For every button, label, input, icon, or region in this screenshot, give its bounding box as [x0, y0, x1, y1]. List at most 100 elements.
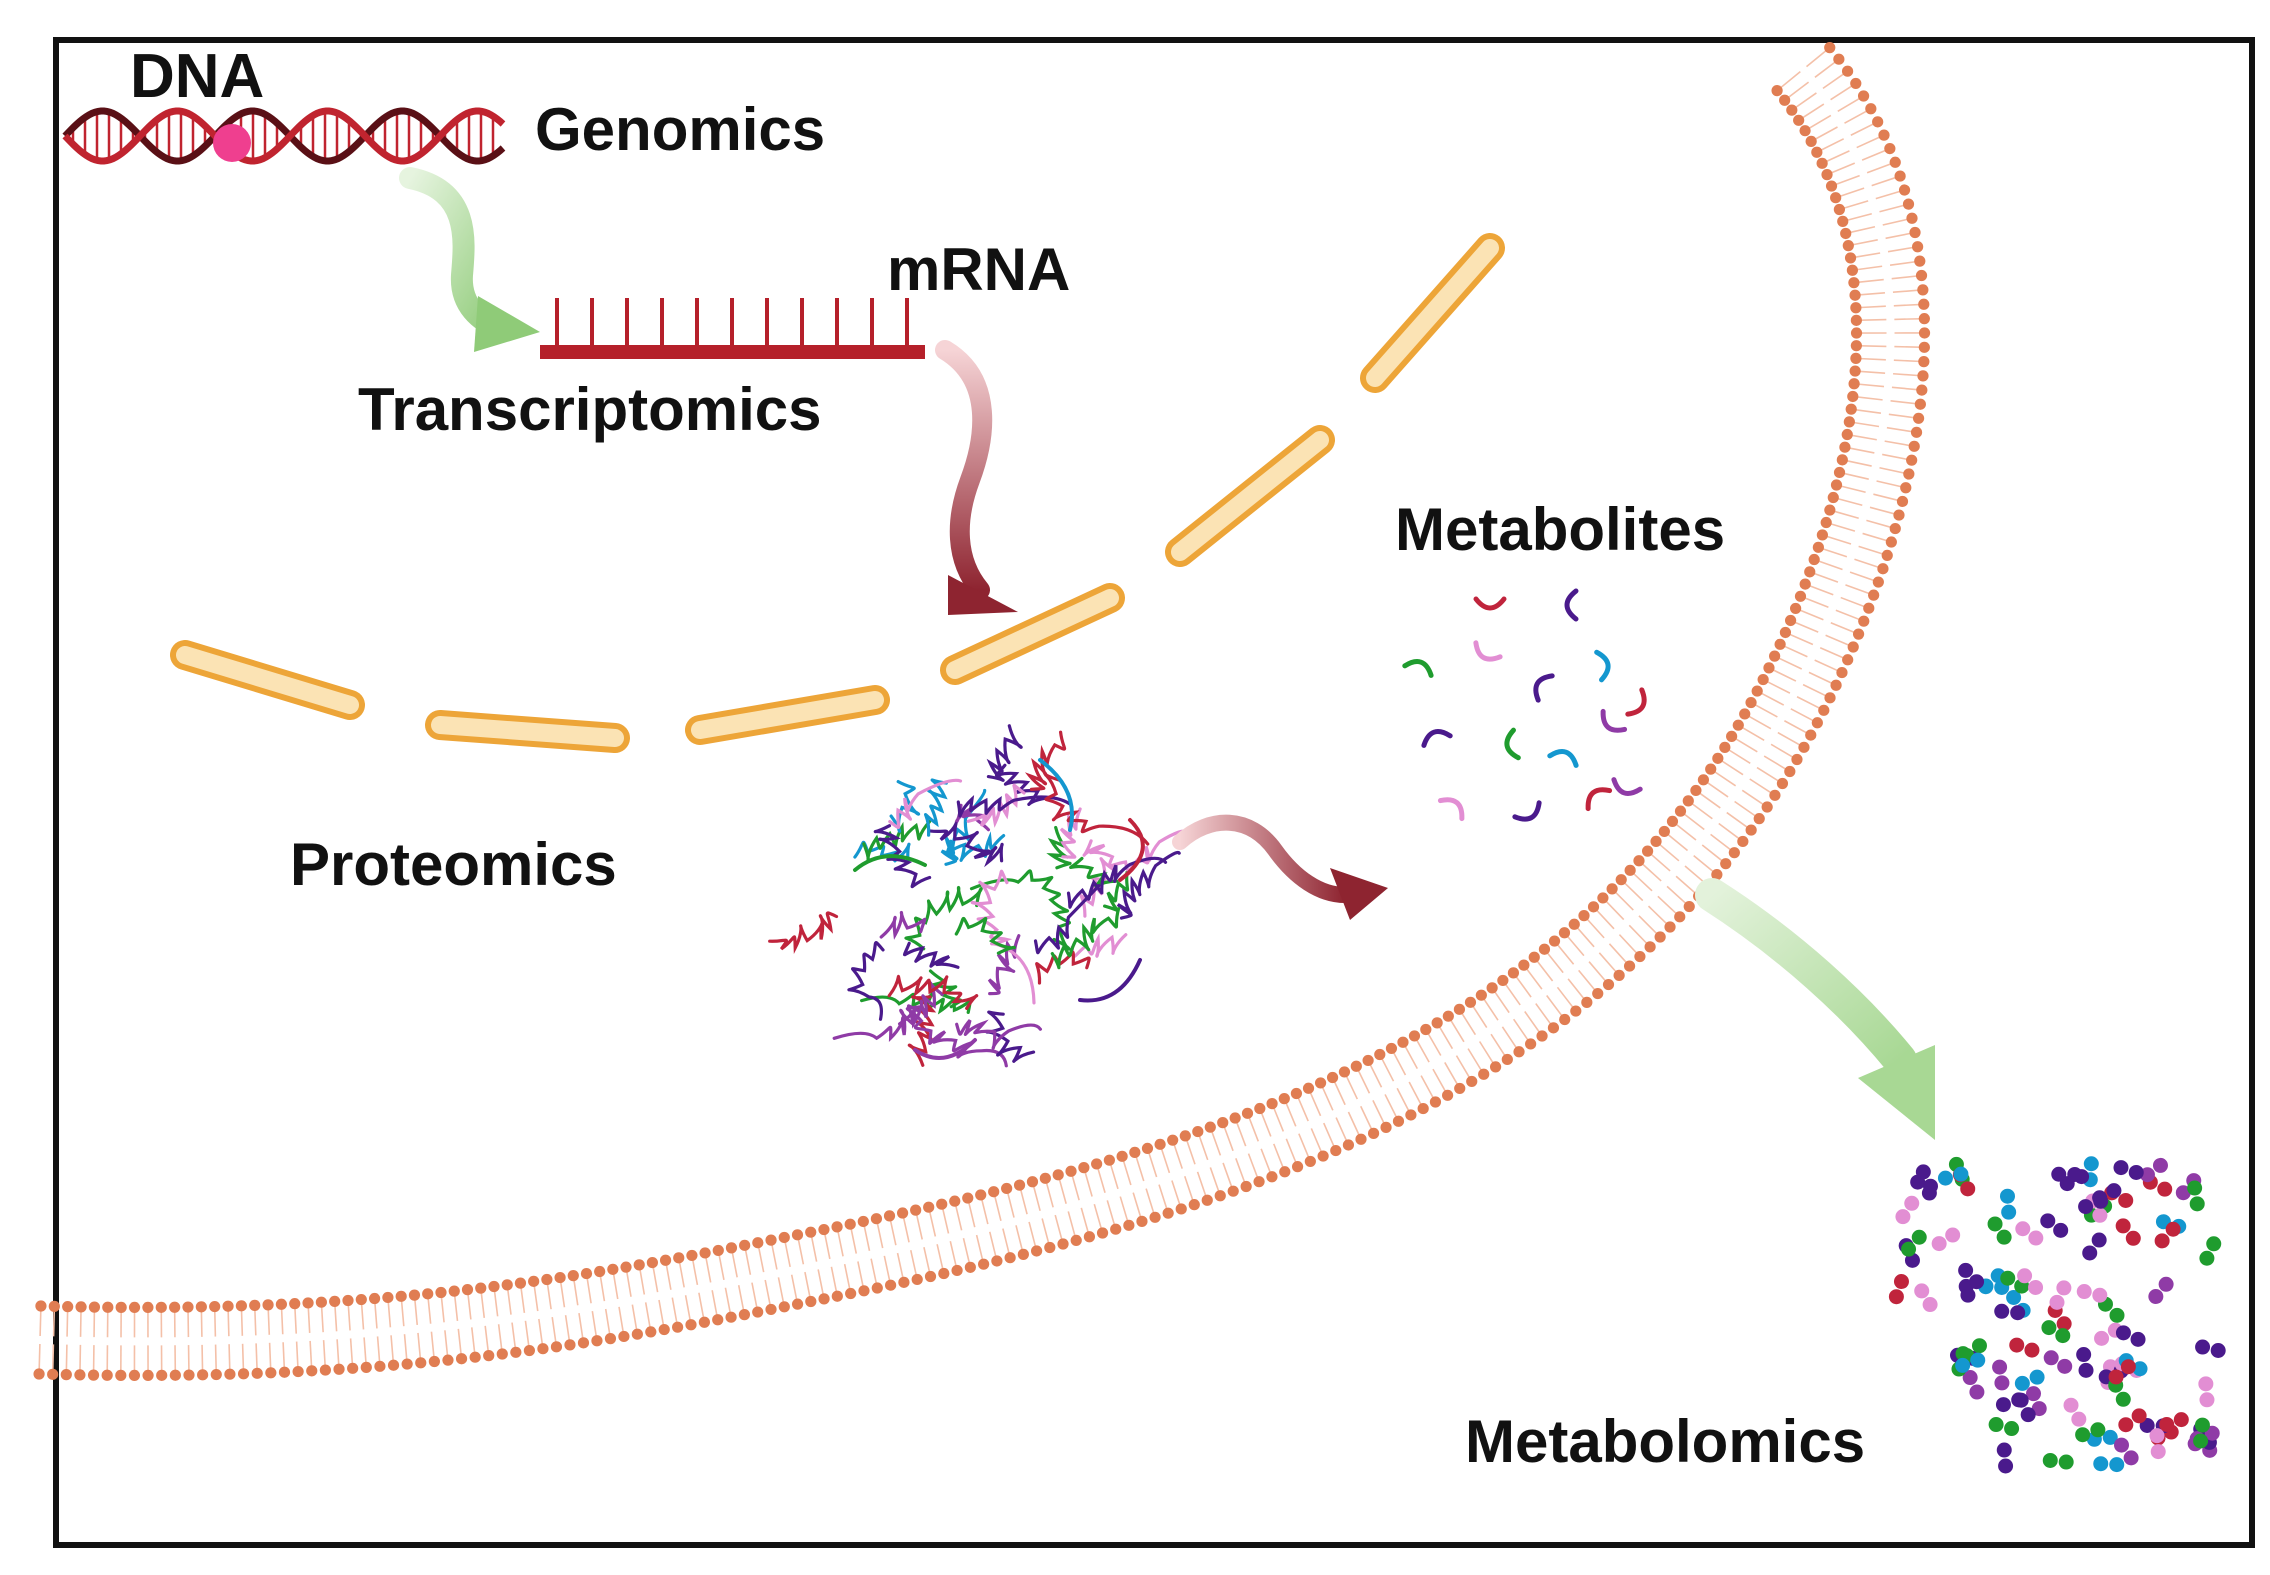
lipid-head	[988, 1186, 1000, 1198]
lipid-head	[831, 1290, 843, 1302]
metabolite	[1547, 749, 1579, 768]
atom	[2173, 1412, 2189, 1428]
atom	[2123, 1450, 2139, 1466]
protein-chain	[1118, 818, 1145, 882]
lipid-head	[87, 1369, 100, 1381]
lipid-head	[1841, 428, 1853, 441]
metabolite	[1585, 787, 1613, 812]
lipid-head	[1868, 589, 1880, 601]
atom	[2015, 1221, 2031, 1237]
atom	[2199, 1392, 2215, 1408]
lipid-head	[1103, 1154, 1115, 1166]
lipid-head	[1847, 641, 1859, 653]
lipid-head	[1769, 789, 1781, 801]
lipid-head	[725, 1311, 737, 1323]
lipid-head	[883, 1210, 896, 1222]
lipid-head	[1872, 116, 1884, 128]
atom	[2210, 1343, 2226, 1359]
protein-coil	[986, 724, 1023, 782]
atom	[2194, 1417, 2210, 1433]
atom	[2075, 1427, 2091, 1443]
lipid-head	[1732, 719, 1744, 731]
lipid-head	[1865, 103, 1877, 115]
atom	[1969, 1274, 1985, 1290]
lipid-head	[1558, 927, 1571, 939]
lipid-head	[818, 1293, 830, 1305]
lipid-head	[1845, 403, 1857, 415]
metabolome-molecule	[1931, 1227, 1961, 1252]
atom	[2076, 1284, 2092, 1300]
atom	[2004, 1421, 2020, 1437]
metabolome-molecule	[2187, 1180, 2205, 1212]
lipid-head	[1486, 982, 1498, 994]
metabolome-molecule	[1999, 1188, 2017, 1220]
atom	[2043, 1350, 2059, 1366]
atom	[1992, 1359, 2008, 1375]
atom	[2028, 1279, 2044, 1295]
lipid-head	[1816, 529, 1828, 541]
lipid-head	[1830, 479, 1843, 491]
metabolome-molecule	[1914, 1283, 1938, 1313]
atom	[1988, 1417, 2004, 1433]
lipid-head	[1771, 85, 1783, 97]
lipid-head	[1442, 1010, 1454, 1022]
lipid-head	[1893, 509, 1905, 521]
lipid-head	[752, 1306, 764, 1318]
lipid-head	[1837, 215, 1849, 227]
atom	[2092, 1207, 2108, 1223]
atom	[2090, 1422, 2106, 1438]
lipid-head	[1902, 198, 1915, 210]
atom	[1955, 1357, 1971, 1373]
atom	[1999, 1188, 2015, 1204]
lipid-head	[964, 1261, 976, 1273]
lipid-head	[1141, 1142, 1154, 1155]
lipid-head	[831, 1221, 843, 1233]
lipid-head	[1903, 468, 1915, 480]
secretion-arrow	[1695, 878, 1935, 1140]
lipid-head	[712, 1244, 724, 1257]
lipid-head	[1149, 1211, 1161, 1223]
lipid-head	[1664, 921, 1676, 933]
metabolome-molecule	[1960, 1274, 1985, 1303]
lipid-head	[991, 1255, 1003, 1267]
lipid-head	[1737, 835, 1749, 848]
lipid-head	[1784, 765, 1796, 778]
lipid-head	[435, 1286, 447, 1299]
lipid-head	[1908, 440, 1920, 452]
atom	[2113, 1160, 2129, 1176]
metabolome-molecule	[2049, 1280, 2072, 1310]
lipid-head	[978, 1258, 990, 1270]
lipid-head	[224, 1368, 236, 1380]
atom	[2051, 1166, 2067, 1182]
lipid-head	[686, 1249, 698, 1262]
dna-label: DNA	[130, 42, 265, 111]
lipid-head	[975, 1189, 987, 1201]
metabolome-molecule	[1962, 1370, 1985, 1400]
lipid-head	[461, 1284, 474, 1296]
lipid-head	[1761, 801, 1773, 813]
protein-coil	[956, 794, 1072, 818]
lipid-head	[541, 1273, 553, 1286]
atom	[2154, 1233, 2170, 1249]
translation-arrow	[935, 340, 1018, 615]
lipid-head	[1478, 1068, 1490, 1080]
lipid-head	[1751, 685, 1763, 697]
metabolome-molecule	[2199, 1236, 2222, 1266]
lipid-head	[496, 1348, 508, 1360]
lipid-head	[725, 1242, 738, 1254]
lipid-head	[1728, 847, 1740, 859]
lipid-head	[1804, 566, 1816, 578]
lipid-head	[1794, 590, 1807, 602]
lipid-head	[1793, 114, 1805, 126]
lipid-head	[752, 1237, 764, 1249]
lipid-head	[1405, 1109, 1417, 1121]
lipid-head	[1096, 1227, 1109, 1239]
lipid-head	[1217, 1117, 1229, 1129]
lipid-head	[550, 1341, 563, 1353]
lipid-head	[251, 1367, 263, 1379]
lipid-head	[1824, 504, 1836, 516]
cell-membrane	[33, 42, 1931, 1382]
protein-coil	[887, 974, 979, 1010]
lipid-head	[329, 1295, 341, 1307]
